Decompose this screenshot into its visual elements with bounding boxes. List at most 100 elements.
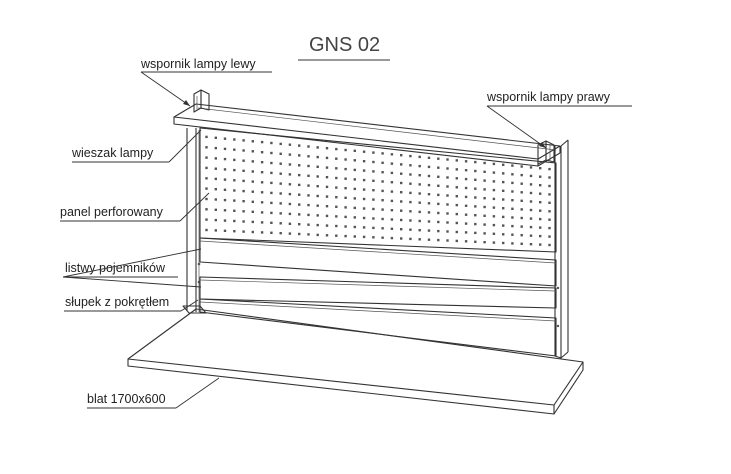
perforation-hole <box>427 211 431 214</box>
perforation-hole <box>335 215 338 218</box>
perforation-hole <box>307 213 310 217</box>
perforation-hole <box>483 232 486 235</box>
perforation-hole <box>316 233 319 237</box>
perforation-hole <box>529 200 533 203</box>
perforation-hole <box>233 199 236 202</box>
perforation-hole <box>316 155 319 159</box>
perforation-hole <box>344 177 347 180</box>
perforation-hole <box>223 178 227 181</box>
perforation-hole <box>298 144 301 147</box>
drawing-title: GNS 02 <box>309 34 380 56</box>
perforation-hole <box>372 207 375 211</box>
perforation-hole <box>483 205 486 209</box>
left-post <box>182 128 207 314</box>
perforation-hole <box>400 228 403 231</box>
perforation-hole <box>483 197 486 200</box>
perforation-hole <box>437 175 440 178</box>
perforation-hole <box>492 223 496 227</box>
perforation-hole <box>529 191 533 195</box>
perforation-hole <box>446 221 449 224</box>
perforation-hole <box>539 226 542 229</box>
perforation-hole <box>511 224 514 228</box>
perforation-hole <box>298 183 301 187</box>
perforation-hole <box>427 229 431 232</box>
perforation-hole <box>344 187 347 190</box>
perforation-hole <box>279 142 282 146</box>
perforation-hole <box>353 235 356 238</box>
perforation-hole <box>381 180 384 183</box>
perforation-hole <box>400 172 403 175</box>
perforation-hole <box>288 173 292 176</box>
perforation-hole <box>205 187 208 190</box>
perforation-hole <box>372 170 375 173</box>
perforation-hole <box>548 218 551 221</box>
lamp-hanger <box>173 103 561 167</box>
perforation-hole <box>205 218 208 221</box>
perforation-hole <box>288 163 292 166</box>
perforation-hole <box>483 214 486 217</box>
svg-text:listwy pojemników: listwy pojemników <box>65 261 166 275</box>
perforation-hole <box>464 204 468 207</box>
perforation-hole <box>288 183 292 186</box>
perforation-hole <box>223 219 227 222</box>
perforation-hole <box>251 190 254 193</box>
perforation-hole <box>251 230 254 234</box>
perforation-hole <box>205 208 208 211</box>
perforation-hole <box>242 200 245 203</box>
perforation-hole <box>502 215 505 219</box>
perforation-hole <box>437 193 440 197</box>
perforation-hole <box>353 149 356 152</box>
perforation-hole <box>362 178 366 182</box>
perforation-hole <box>344 215 347 219</box>
perforation-hole <box>260 201 264 204</box>
perforation-hole <box>409 154 412 158</box>
perforation-hole <box>511 242 514 245</box>
perforation-hole <box>353 168 356 172</box>
perforation-hole <box>520 182 523 185</box>
perforation-hole <box>372 236 375 239</box>
perforation-hole <box>335 224 338 228</box>
perforation-hole <box>455 212 458 216</box>
perforation-hole <box>307 174 310 177</box>
perforation-hole <box>307 164 310 168</box>
perforation-hole <box>539 243 542 246</box>
perforation-hole <box>529 234 533 237</box>
perforation-hole <box>492 197 496 201</box>
perforation-hole <box>279 192 282 195</box>
perforation-hole <box>325 166 329 169</box>
perforation-hole <box>381 171 384 174</box>
perforation-hole <box>502 189 505 192</box>
perforation-hole <box>502 180 505 184</box>
perforation-hole <box>381 189 384 193</box>
perforation-hole <box>298 213 301 216</box>
perforation-hole <box>223 147 227 151</box>
perforation-hole <box>539 217 542 221</box>
perforation-hole <box>464 222 468 225</box>
perforation-hole <box>409 237 412 241</box>
perforation-hole <box>298 203 301 206</box>
perforation-hole <box>437 238 440 242</box>
perforation-hole <box>325 185 329 189</box>
perforation-hole <box>520 208 523 211</box>
perforation-hole <box>464 186 468 190</box>
perforation-hole <box>251 210 254 213</box>
perforation-hole <box>437 184 440 187</box>
perforation-hole <box>539 167 542 170</box>
perforation-hole <box>455 168 458 171</box>
perforation-hole <box>446 230 449 233</box>
perforation-hole <box>223 157 227 161</box>
perforation-hole <box>270 171 273 175</box>
perforation-hole <box>464 213 468 216</box>
cross-rail <box>199 298 557 357</box>
perforation-hole <box>511 216 514 219</box>
perforation-hole <box>520 225 523 228</box>
perforation-hole <box>529 183 533 186</box>
perforation-hole <box>242 189 245 193</box>
perforation-hole <box>529 174 533 178</box>
svg-text:wspornik lampy lewy: wspornik lampy lewy <box>140 57 256 71</box>
perforation-hole <box>214 157 217 160</box>
perforation-hole <box>446 185 449 188</box>
perforation-hole <box>270 221 273 224</box>
perforation-hole <box>446 158 449 161</box>
